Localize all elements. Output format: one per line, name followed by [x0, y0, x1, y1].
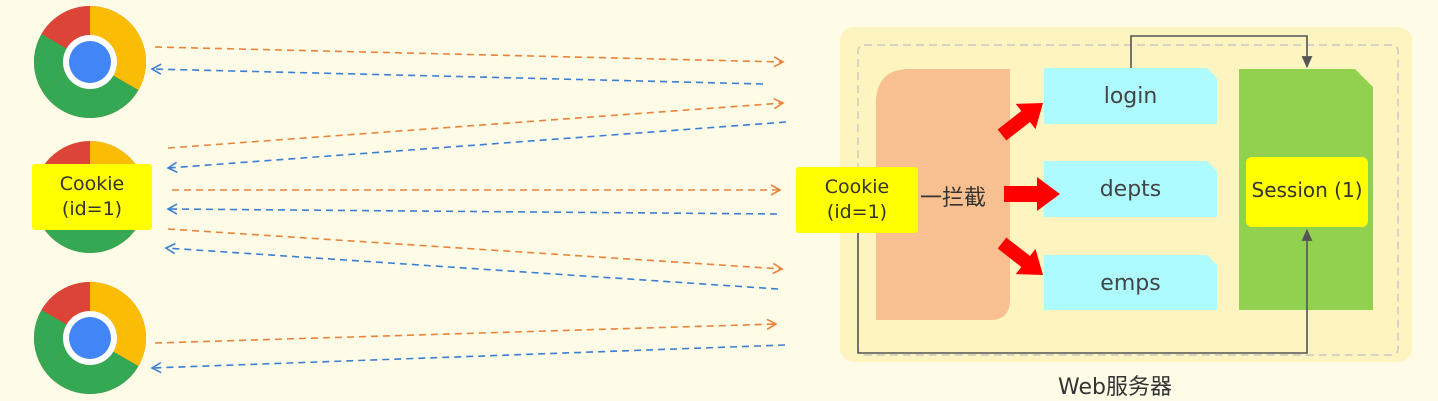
- endpoint-box-login: [1044, 68, 1217, 124]
- server-panel-border: [857, 44, 1399, 356]
- response-arrow: [150, 344, 786, 374]
- cookie-session-connector: [857, 228, 1313, 354]
- request-arrow: [167, 97, 785, 149]
- chrome-icon: [33, 282, 147, 395]
- request-arrow: [154, 46, 785, 68]
- endpoint-emps: emps: [1100, 271, 1161, 296]
- endpoint-login: login: [1103, 84, 1158, 109]
- session-label: Session (1): [1251, 178, 1363, 202]
- login-session-connector: [1130, 35, 1313, 69]
- red-arrow: [997, 102, 1043, 141]
- request-arrow: [154, 318, 778, 344]
- red-arrow: [997, 237, 1043, 276]
- browser-cookie-line1: Cookie: [59, 173, 125, 195]
- server-cookie-line2: (id=1): [826, 201, 888, 223]
- endpoint-box-depts: [1044, 161, 1217, 217]
- response-arrow: [166, 203, 778, 215]
- browser-cookie-line2: (id=1): [61, 198, 123, 220]
- chrome-icon: [33, 6, 147, 119]
- endpoint-depts: depts: [1099, 177, 1162, 202]
- server-caption: Web服务器: [1058, 375, 1172, 400]
- red-arrow: [1004, 177, 1060, 211]
- response-arrow: [164, 242, 779, 290]
- interceptor-label: 一拦截: [920, 186, 987, 211]
- endpoint-box-emps: [1044, 255, 1217, 310]
- request-arrow: [167, 228, 784, 275]
- server-cookie-line1: Cookie: [824, 176, 890, 198]
- interceptor-block: [876, 69, 1010, 320]
- session-highlight: [1246, 157, 1368, 227]
- response-arrow: [166, 121, 787, 174]
- browser-cookie-label: Cookie (id=1): [32, 164, 152, 230]
- server-cookie-label: Cookie (id=1): [796, 167, 918, 233]
- response-arrow: [150, 63, 764, 85]
